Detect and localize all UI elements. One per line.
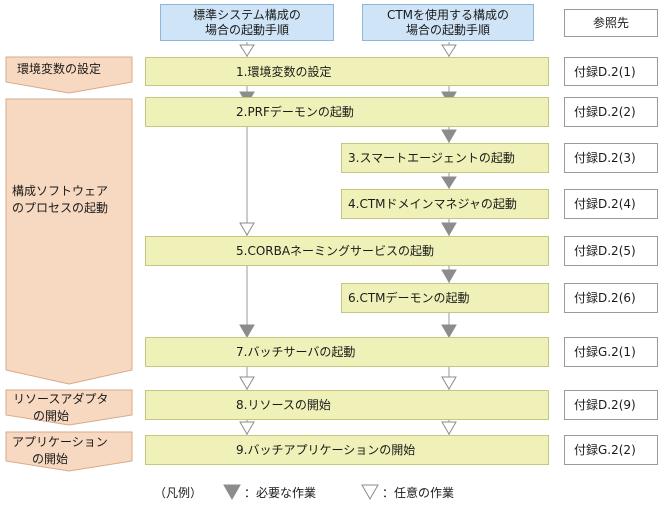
reference-step-2: 付録D.2(2) xyxy=(564,97,658,127)
phase-label-application: アプリケーション の開始 xyxy=(12,435,108,466)
reference-step-7: 付録G.2(1) xyxy=(564,337,658,367)
reference-step-6: 付録D.2(6) xyxy=(564,283,658,313)
step-9-batch-app-start: 9.バッチアプリケーションの開始 xyxy=(145,435,549,465)
reference-step-5: 付録D.2(5) xyxy=(564,236,658,266)
reference-column-header: 参照先 xyxy=(564,9,658,37)
legend-required-arrow-icon xyxy=(223,484,241,501)
legend-prefix: （凡例） xyxy=(154,486,203,500)
optional-arrow-icon xyxy=(441,376,457,390)
phase-label-env: 環境変数の設定 xyxy=(17,62,102,76)
ctm-header-line2: 場合の起動手順 xyxy=(405,23,490,37)
optional-arrow-icon xyxy=(239,44,255,57)
step-6-ctm-daemon: 6.CTMデーモンの起動 xyxy=(341,283,549,313)
required-arrow-icon xyxy=(441,176,457,189)
ctm-column-header: CTMを使用する構成の 場合の起動手順 xyxy=(362,4,534,41)
step-4-ctm-domain-manager: 4.CTMドメインマネジャの起動 xyxy=(341,189,549,219)
optional-arrow-icon xyxy=(239,222,255,236)
reference-step-1: 付録D.2(1) xyxy=(564,57,658,86)
optional-arrow-icon xyxy=(239,421,255,435)
phase-arrow-application xyxy=(5,431,133,472)
phase-arrow-env xyxy=(5,56,133,94)
step-2-prf-daemon: 2.PRFデーモンの起動 xyxy=(145,97,549,127)
ctm-header-line1: CTMを使用する構成の xyxy=(386,8,510,22)
standard-column-header: 標準システム構成の 場合の起動手順 xyxy=(160,4,334,41)
reference-step-9: 付録G.2(2) xyxy=(564,435,658,465)
reference-step-4: 付録D.2(4) xyxy=(564,189,658,219)
phase-label-resource: リソースアダプタ の開始 xyxy=(13,392,109,423)
required-arrow-icon xyxy=(441,222,457,236)
reference-step-8: 付録D.2(9) xyxy=(564,390,658,420)
phase-arrow-process xyxy=(5,98,133,385)
required-arrow-icon xyxy=(239,324,255,338)
required-arrow-icon xyxy=(441,129,457,143)
step-3-smart-agent: 3.スマートエージェントの起動 xyxy=(341,143,549,173)
legend-optional-arrow-icon xyxy=(361,484,379,501)
required-arrow-icon xyxy=(441,269,457,283)
optional-arrow-icon xyxy=(239,376,255,390)
phase-label-process: 構成ソフトウェア のプロセスの起動 xyxy=(12,184,109,215)
legend-optional-label: ：任意の作業 xyxy=(382,486,455,500)
step-8-resource-start: 8.リソースの開始 xyxy=(145,390,549,420)
optional-arrow-icon xyxy=(441,421,457,435)
step-1-env-vars: 1.環境変数の設定 xyxy=(145,57,549,86)
legend-required-label: ：必要な作業 xyxy=(244,486,317,500)
reference-step-3: 付録D.2(3) xyxy=(564,143,658,173)
standard-header-line2: 場合の起動手順 xyxy=(204,23,289,37)
step-7-batch-server: 7.バッチサーバの起動 xyxy=(145,337,549,367)
step-5-corba-naming: 5.CORBAネーミングサービスの起動 xyxy=(145,236,549,266)
optional-arrow-icon xyxy=(441,44,457,57)
phase-arrow-resource xyxy=(5,389,133,426)
standard-header-line1: 標準システム構成の xyxy=(193,8,301,22)
required-arrow-icon xyxy=(441,324,457,338)
